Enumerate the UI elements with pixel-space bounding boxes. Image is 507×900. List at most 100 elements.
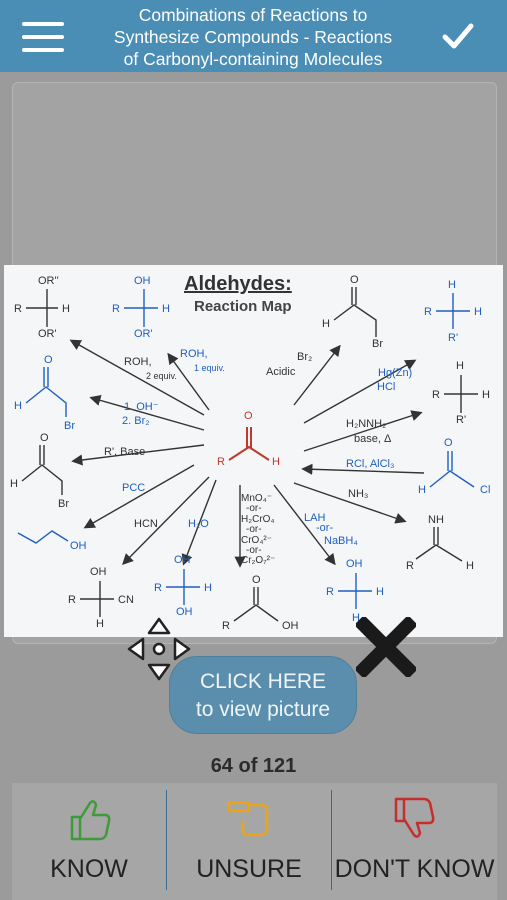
divider xyxy=(166,790,167,890)
svg-text:-or-: -or- xyxy=(246,545,262,556)
svg-text:OH: OH xyxy=(282,620,299,632)
svg-text:H: H xyxy=(456,360,464,372)
propanol-structure: OH xyxy=(17,530,87,552)
cta-line-1: CLICK HERE xyxy=(199,670,327,693)
svg-text:Cr₂O₇²⁻: Cr₂O₇²⁻ xyxy=(241,555,275,566)
svg-text:ROH,: ROH, xyxy=(180,348,208,360)
menu-icon[interactable] xyxy=(22,22,64,52)
acyl-chloride-structure: O H Cl xyxy=(418,437,490,496)
reaction-map-image[interactable]: Aldehydes: Reaction Map O R H ROH, 2 equ… xyxy=(4,265,503,637)
svg-text:O: O xyxy=(252,574,261,586)
carboxylic-acid-structure: O R OH xyxy=(222,574,299,632)
svg-text:H: H xyxy=(482,389,490,401)
svg-text:HCN: HCN xyxy=(134,518,158,530)
svg-text:Acidic: Acidic xyxy=(266,366,296,378)
svg-text:H: H xyxy=(14,400,22,412)
map-subtitle: Reaction Map xyxy=(194,298,292,315)
map-title: Aldehydes: xyxy=(184,273,292,295)
svg-text:O: O xyxy=(244,410,253,422)
check-icon[interactable] xyxy=(440,18,476,54)
thumbs-sideways-icon xyxy=(227,801,269,837)
know-label: KNOW xyxy=(50,855,128,883)
alpha-bromo-aldehyde-mid: O H Br xyxy=(10,432,69,510)
thumbs-up-icon xyxy=(70,800,111,841)
title-line-1: Combinations of Reactions to xyxy=(138,5,368,25)
svg-text:2. Br₂: 2. Br₂ xyxy=(122,415,150,427)
svg-text:H₂CrO₄: H₂CrO₄ xyxy=(241,514,275,525)
svg-text:HCl: HCl xyxy=(377,381,395,393)
svg-text:R: R xyxy=(14,303,22,315)
svg-text:-or-: -or- xyxy=(246,524,262,535)
unsure-label: UNSURE xyxy=(196,855,302,883)
svg-text:H: H xyxy=(272,456,280,468)
divider xyxy=(331,790,332,890)
svg-text:-or-: -or- xyxy=(316,522,333,534)
svg-text:H: H xyxy=(376,586,384,598)
alkane-structure: H R H R' xyxy=(424,279,482,344)
unsure-button[interactable]: UNSURE xyxy=(167,783,331,900)
svg-text:R: R xyxy=(424,306,432,318)
svg-text:OH: OH xyxy=(90,566,107,578)
svg-text:R: R xyxy=(68,594,76,606)
svg-text:R: R xyxy=(326,586,334,598)
svg-text:R: R xyxy=(222,620,230,632)
alpha-bromo-aldehyde-top: O H Br xyxy=(322,274,383,350)
svg-text:MnO₄⁻: MnO₄⁻ xyxy=(241,493,272,504)
svg-text:H: H xyxy=(352,612,360,624)
page-title: Combinations of Reactions to Synthesize … xyxy=(85,4,421,70)
thumbs-down-icon xyxy=(394,797,435,838)
svg-text:H: H xyxy=(96,618,104,630)
svg-text:OH: OH xyxy=(176,606,193,618)
know-button[interactable]: KNOW xyxy=(12,783,166,900)
hemiacetal-structure: OH R H OR' xyxy=(112,275,170,340)
reagent-labels: ROH, 2 equiv. ROH, 1 equiv. Br₂ Acidic H… xyxy=(104,348,412,566)
svg-text:Br₂: Br₂ xyxy=(297,351,312,363)
svg-text:O: O xyxy=(350,274,359,286)
title-line-2: Synthesize Compounds - Reactions xyxy=(113,27,393,47)
svg-text:H: H xyxy=(62,303,70,315)
dont-know-button[interactable]: DON'T KNOW xyxy=(332,783,497,900)
svg-text:NaBH₄: NaBH₄ xyxy=(324,535,358,547)
svg-text:H: H xyxy=(474,306,482,318)
move-icon[interactable] xyxy=(126,616,192,682)
svg-text:OH: OH xyxy=(346,558,363,570)
svg-text:R: R xyxy=(432,389,440,401)
svg-text:O: O xyxy=(444,437,453,449)
svg-text:Br: Br xyxy=(64,420,75,432)
answer-bar: KNOW UNSURE DON'T KNOW xyxy=(12,783,497,900)
dont-know-label: DON'T KNOW xyxy=(334,855,495,883)
svg-text:O: O xyxy=(40,432,49,444)
svg-text:PCC: PCC xyxy=(122,482,145,494)
svg-text:H: H xyxy=(448,279,456,291)
card-counter: 64 of 121 xyxy=(210,755,297,777)
svg-text:1. OH⁻: 1. OH⁻ xyxy=(124,401,159,413)
svg-text:R: R xyxy=(217,456,225,468)
alkane-structure-2: H R H R' xyxy=(432,360,490,426)
imine-structure: NH R H xyxy=(406,514,474,572)
svg-text:2 equiv.: 2 equiv. xyxy=(146,371,177,381)
svg-text:R': R' xyxy=(448,332,458,344)
svg-text:R': R' xyxy=(456,414,466,426)
close-icon[interactable] xyxy=(356,617,416,677)
cta-line-2: to view picture xyxy=(195,698,331,721)
svg-text:H: H xyxy=(322,318,330,330)
view-picture-button[interactable]: CLICK HERE to view picture xyxy=(169,656,357,734)
svg-text:ROH,: ROH, xyxy=(124,356,152,368)
svg-text:OR': OR' xyxy=(38,328,57,340)
alpha-bromo-aldehyde-left: O H Br xyxy=(14,354,75,432)
svg-text:OR'': OR'' xyxy=(38,275,59,287)
svg-text:Cl: Cl xyxy=(480,484,490,496)
svg-text:R: R xyxy=(406,560,414,572)
svg-text:NH₃: NH₃ xyxy=(348,488,368,500)
title-line-3: of Carbonyl-containing Molecules xyxy=(123,49,383,69)
svg-text:OH: OH xyxy=(174,554,191,566)
svg-text:OR': OR' xyxy=(134,328,153,340)
svg-text:RCl, AlCl₃: RCl, AlCl₃ xyxy=(346,458,395,470)
svg-text:NH: NH xyxy=(428,514,444,526)
center-aldehyde: O R H xyxy=(217,410,280,468)
svg-text:Br: Br xyxy=(58,498,69,510)
svg-text:R', Base: R', Base xyxy=(104,446,145,458)
svg-text:OH: OH xyxy=(70,540,87,552)
svg-text:H: H xyxy=(10,478,18,490)
svg-text:base, Δ: base, Δ xyxy=(354,433,392,445)
